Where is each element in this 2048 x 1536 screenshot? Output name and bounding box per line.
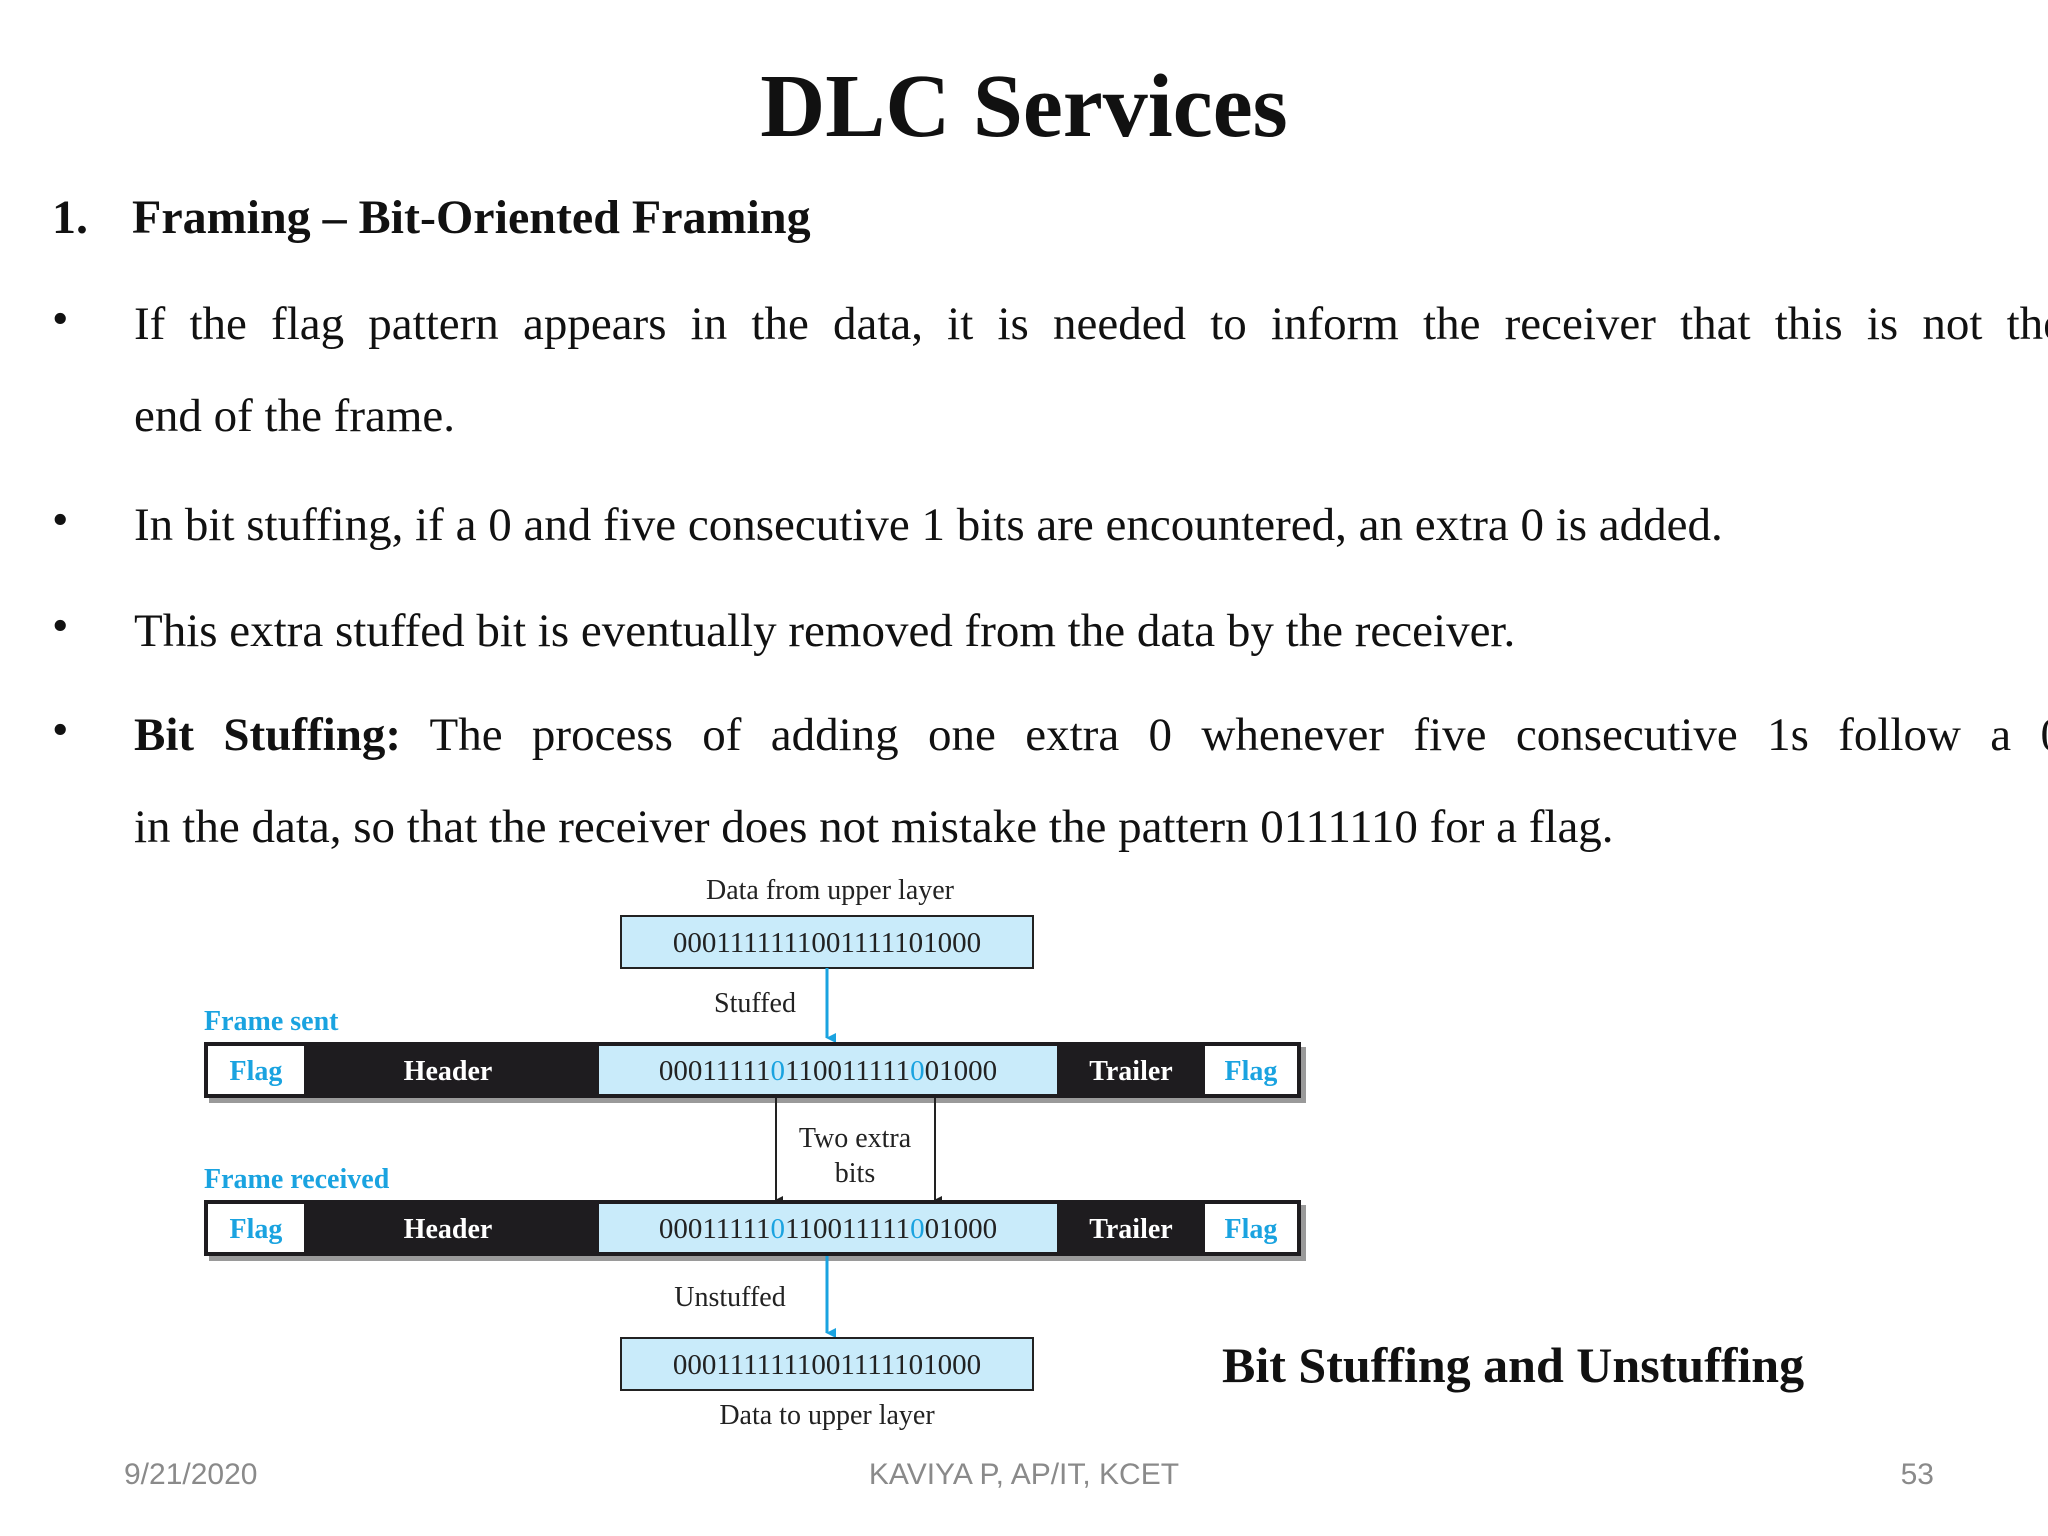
data-from-upper-label: Data from upper layer [706,875,955,906]
flag-box-left [208,1204,304,1252]
trailer-label: Trailer [1089,1214,1172,1245]
data-in-box [620,915,1034,969]
unstuffed-label: Unstuffed [674,1282,785,1313]
flag-label: Flag [1225,1056,1278,1087]
flag-box-right [1205,1204,1297,1252]
bullet-4-line-2: in the data, so that the receiver does n… [134,801,1614,853]
flag-box-left [208,1046,304,1094]
two-extra-bits-line-1: Two extra [799,1123,912,1154]
footer-date: 9/21/2020 [124,1458,258,1491]
frame-received-label: Frame received [204,1164,390,1195]
two-extra-bits-line-2: bits [835,1158,875,1189]
slide-title: DLC Services [760,57,1288,156]
frame-received: Flag Header 000111110110011111001000 Tra… [204,1200,1306,1261]
bullet-marker: • [52,600,69,652]
frame-sent: Flag Header 000111110110011111001000 Tra… [204,1042,1306,1103]
bullet-4-line-1-text: The process of adding one extra 0 whenev… [401,709,2048,761]
data-to-upper-label: Data to upper layer [719,1400,935,1431]
flag-label: Flag [1225,1214,1278,1245]
data-out-box [620,1337,1034,1391]
data-field [599,1046,1057,1094]
heading-number: 1. [52,191,88,244]
received-data-bits: 000111110110011111001000 [659,1213,997,1245]
heading-text: Framing – Bit-Oriented Framing [132,191,811,244]
bullet-marker: • [52,293,69,345]
frame-sent-label: Frame sent [204,1006,339,1037]
stuffed-label: Stuffed [714,988,796,1019]
data-out-bits: 0001111111001111101000 [673,1349,981,1381]
trailer-label: Trailer [1089,1056,1172,1087]
data-in-bits: 0001111111001111101000 [673,927,981,959]
bullet-3-line-1: This extra stuffed bit is eventually rem… [134,605,1516,657]
figure-caption: Bit Stuffing and Unstuffing [1222,1337,1805,1393]
bullet-1-line-2: end of the frame. [134,390,456,442]
bullet-marker: • [52,494,69,546]
section-heading: 1. Framing – Bit-Oriented Framing [52,186,811,250]
bullet-marker: • [52,704,69,756]
header-label: Header [404,1214,493,1245]
bullet-2-line-1: In bit stuffing, if a 0 and five consecu… [134,499,1723,551]
footer-author: KAVIYA P, AP/IT, KCET [868,1458,1180,1491]
bullet-4-line-1: Bit Stuffing: The process of adding one … [134,703,2048,795]
flag-label: Flag [230,1214,283,1245]
flag-label: Flag [230,1056,283,1087]
flag-box-right [1205,1046,1297,1094]
footer-page-number: 53 [1900,1458,1934,1491]
bit-stuffing-diagram: Data from upper layer 000111111100111110… [204,875,1306,1431]
header-label: Header [404,1056,493,1087]
stuffed-data-bits: 000111110110011111001000 [659,1055,997,1087]
bullet-1-line-1: If the flag pattern appears in the data,… [134,298,2048,350]
data-field [599,1204,1057,1252]
bullet-4-bold-lead: Bit Stuffing: [134,709,401,761]
